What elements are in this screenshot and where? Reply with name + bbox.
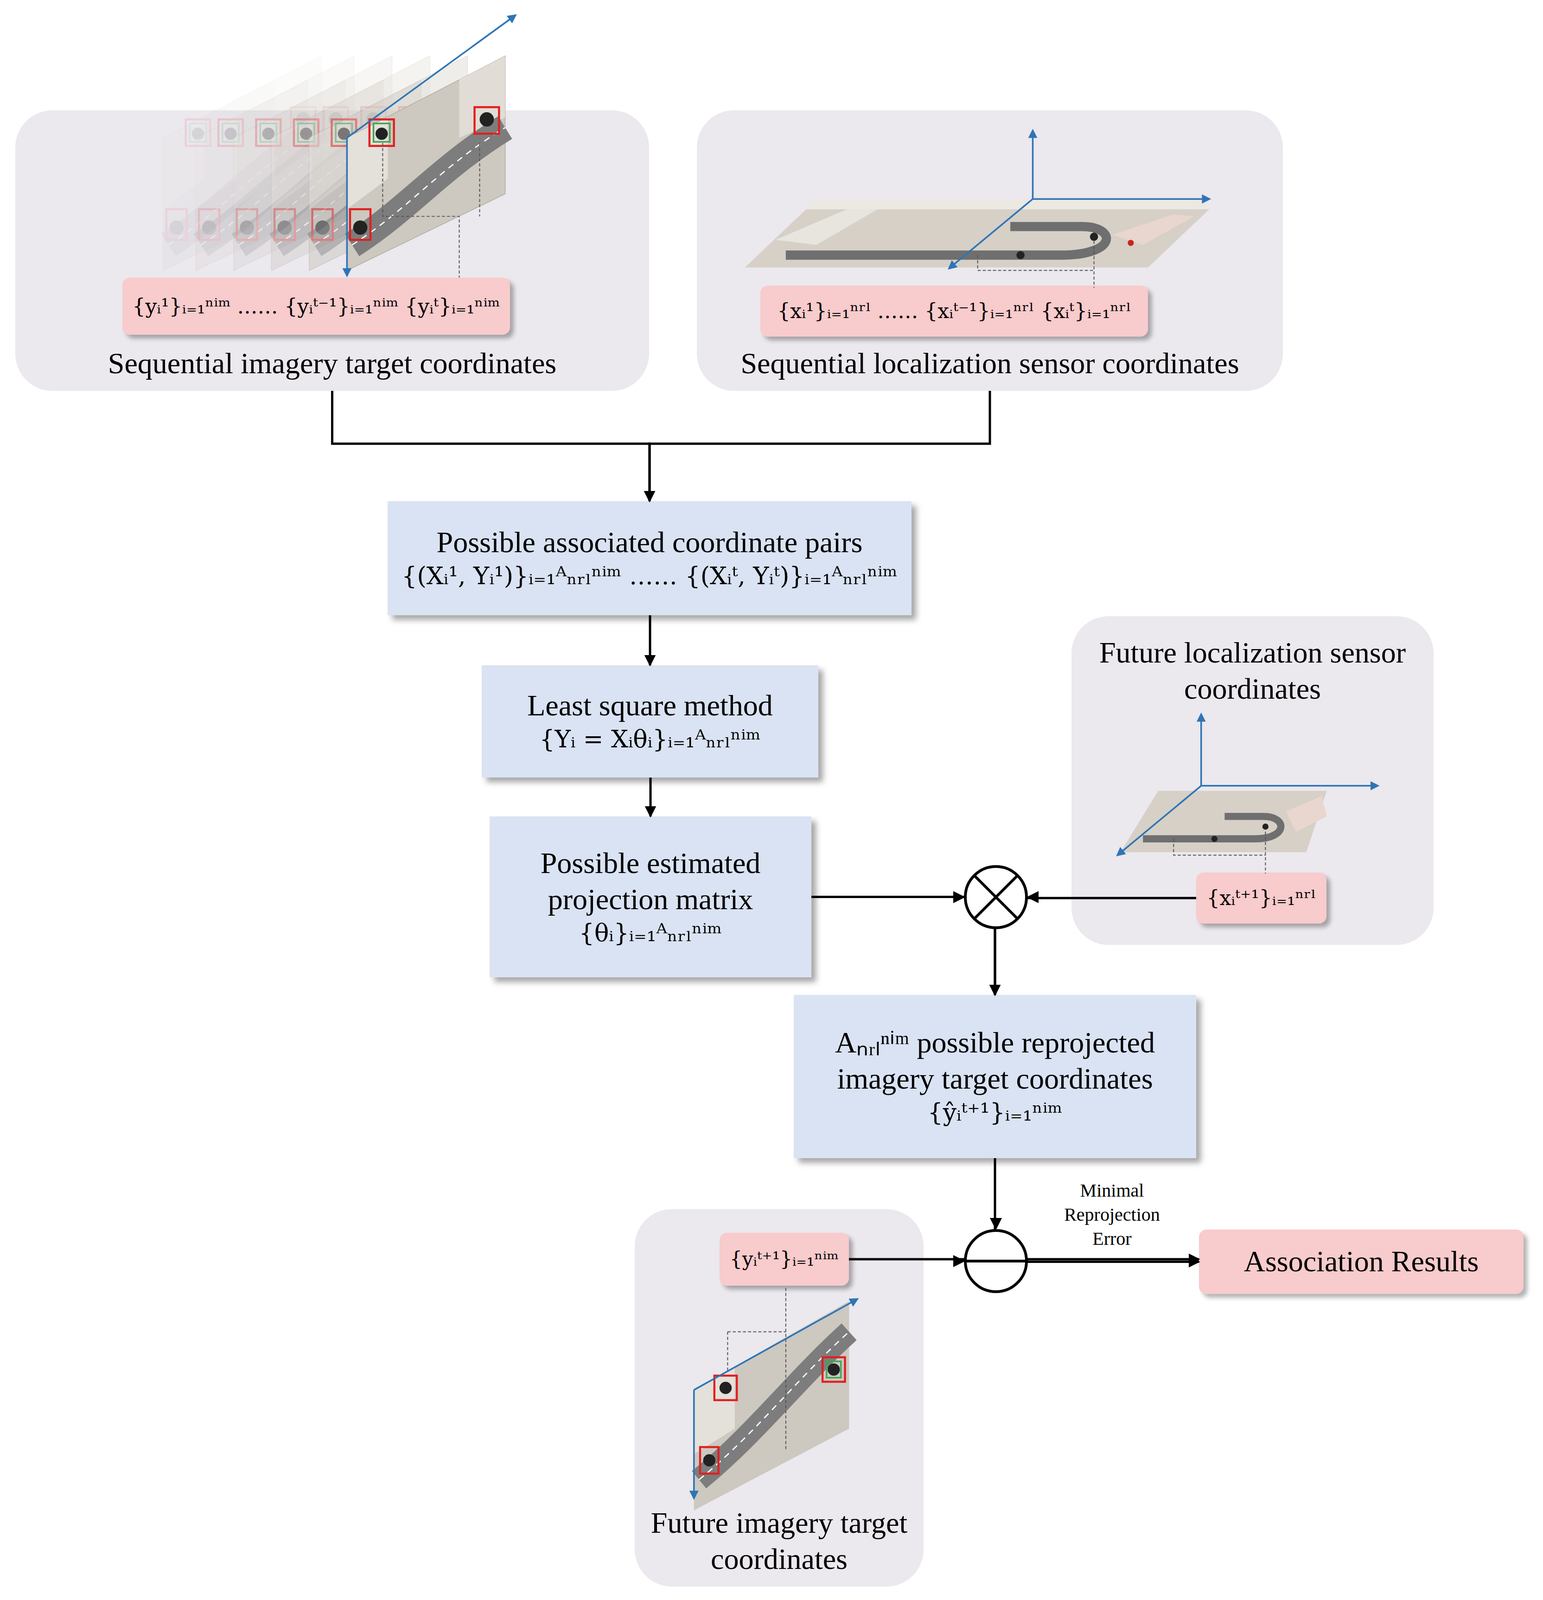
formula-text: {yᵢ¹}ᵢ₌₁ⁿⁱᵐ …… {yᵢᵗ⁻¹}ᵢ₌₁ⁿⁱᵐ {yᵢᵗ}ᵢ₌₁ⁿⁱᵐ <box>132 293 500 320</box>
formula-text: {xᵢ¹}ᵢ₌₁ⁿʳˡ …… {xᵢᵗ⁻¹}ᵢ₌₁ⁿʳˡ {xᵢᵗ}ᵢ₌₁ⁿʳˡ <box>777 297 1131 325</box>
output-box: Association Results <box>1198 1229 1524 1295</box>
formula-text: {xᵢᵗ⁺¹}ᵢ₌₁ⁿʳˡ <box>1206 884 1316 912</box>
data-box: {yᵢ¹}ᵢ₌₁ⁿⁱᵐ …… {yᵢᵗ⁻¹}ᵢ₌₁ⁿⁱᵐ {yᵢᵗ}ᵢ₌₁ⁿⁱᵐ <box>122 277 511 335</box>
group-panel: Future localization sensor coordinates {x… <box>1071 616 1434 945</box>
data-box: {yᵢᵗ⁺¹}ᵢ₌₁ⁿⁱᵐ <box>719 1232 849 1286</box>
formula-text: {yᵢᵗ⁺¹}ᵢ₌₁ⁿⁱᵐ <box>729 1246 839 1273</box>
flow-arrow <box>649 390 990 502</box>
data-box: {xᵢ¹}ᵢ₌₁ⁿʳˡ …… {xᵢᵗ⁻¹}ᵢ₌₁ⁿʳˡ {xᵢᵗ}ᵢ₌₁ⁿʳˡ <box>760 285 1148 337</box>
group-panel: Sequential imagery target coordinates {yᵢ… <box>15 110 650 391</box>
box-label: Least square method <box>527 687 773 724</box>
box-label: Aₙᵣₗⁿⁱᵐ possible reprojected imagery tar… <box>803 1024 1187 1097</box>
box-label: Sequential localization sensor coordinat… <box>706 345 1274 382</box>
panel-caption: Sequential localization sensor coordinat… <box>706 345 1274 382</box>
box-label: Future imagery target coordinates <box>649 1504 910 1578</box>
formula-text: {(Xᵢ¹, Yᵢ¹)}ᵢ₌₁ᴬₙᵣₗⁿⁱᵐ …… {(Xᵢᵗ, Yᵢᵗ)}ᵢ₌… <box>401 560 898 593</box>
data-box: {xᵢᵗ⁺¹}ᵢ₌₁ⁿʳˡ <box>1196 872 1327 924</box>
flow-arrow <box>649 777 652 817</box>
formula-text: {θᵢ}ᵢ₌₁ᴬₙᵣₗⁿⁱᵐ <box>579 917 722 950</box>
box-label: Association Results <box>1243 1243 1480 1280</box>
panel-caption: Future localization sensor coordinates <box>1095 634 1411 708</box>
process-box: Aₙᵣₗⁿⁱᵐ possible reprojected imagery tar… <box>793 994 1197 1159</box>
group-panel: Future imagery target coordinates {yᵢᵗ⁺¹}… <box>634 1209 924 1587</box>
process-box: Possible estimated projection matrix{θᵢ}… <box>489 816 812 978</box>
flow-arrow <box>811 897 995 996</box>
box-label: Future localization sensor coordinates <box>1095 634 1411 708</box>
panel-caption: Sequential imagery target coordinates <box>24 345 640 382</box>
process-box: Least square method{Yᵢ = Xᵢθᵢ}ᵢ₌₁ᴬₙᵣₗⁿⁱᵐ <box>481 665 819 778</box>
formula-text: {Yᵢ = Xᵢθᵢ}ᵢ₌₁ᴬₙᵣₗⁿⁱᵐ <box>539 723 761 756</box>
flow-arrow <box>649 615 652 666</box>
box-label: Possible associated coordinate pairs <box>436 524 863 561</box>
flow-arrow <box>994 1158 1199 1263</box>
panel-caption: Future imagery target coordinates <box>649 1504 910 1578</box>
edge-label: Minimal Reprojection Error <box>1042 1178 1182 1251</box>
flow-arrow <box>332 390 651 502</box>
formula-text: {ŷᵢᵗ⁺¹}ᵢ₌₁ⁿⁱᵐ <box>927 1096 1063 1129</box>
box-label: Sequential imagery target coordinates <box>24 345 640 382</box>
group-panel: Sequential localization sensor coordinat… <box>696 110 1283 391</box>
process-box: Possible associated coordinate pairs{(Xᵢ… <box>387 501 912 616</box>
box-label: Possible estimated projection matrix <box>498 845 803 918</box>
